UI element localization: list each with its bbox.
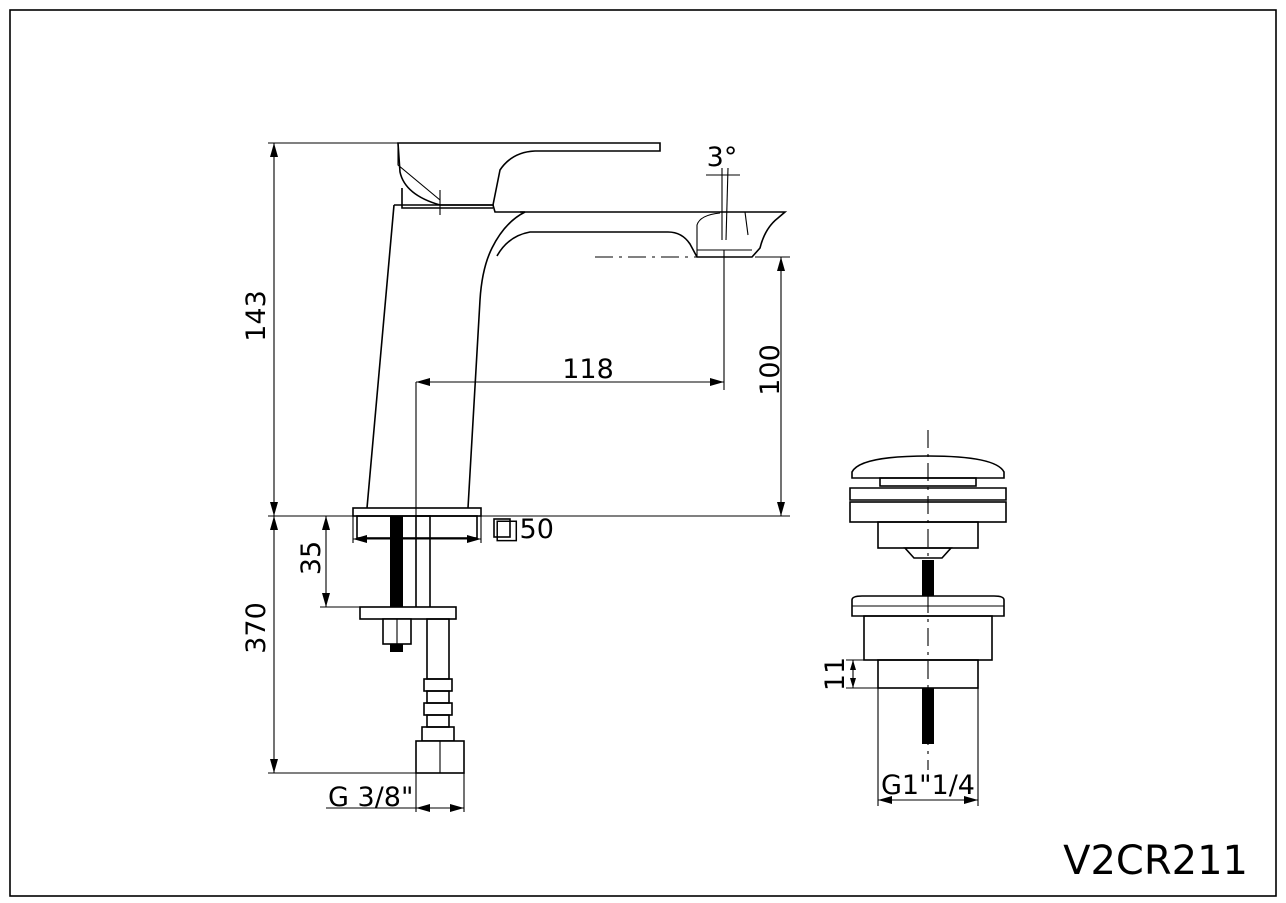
faucet-outline: [352, 142, 788, 539]
mounting-hardware: [359, 515, 465, 774]
dim-label-11: 11: [820, 657, 851, 691]
drawing-frame: [9, 9, 1277, 897]
dim-label-370: 370: [241, 602, 272, 654]
drain-assembly: [846, 430, 1007, 806]
drawing-code: V2CR211: [1063, 838, 1248, 884]
dim-label-g38: G 3/8": [328, 782, 413, 813]
dim-label-35: 35: [296, 541, 327, 575]
dim-label-100: 100: [755, 344, 786, 396]
dimension-lines: [268, 142, 790, 812]
dim-label-3deg: 3°: [707, 142, 738, 173]
dim-label-118: 118: [562, 354, 614, 385]
dim-label-g114: G1"1/4: [881, 770, 975, 801]
dim-label-143: 143: [241, 290, 272, 342]
dim-label-base: □50: [494, 514, 554, 545]
